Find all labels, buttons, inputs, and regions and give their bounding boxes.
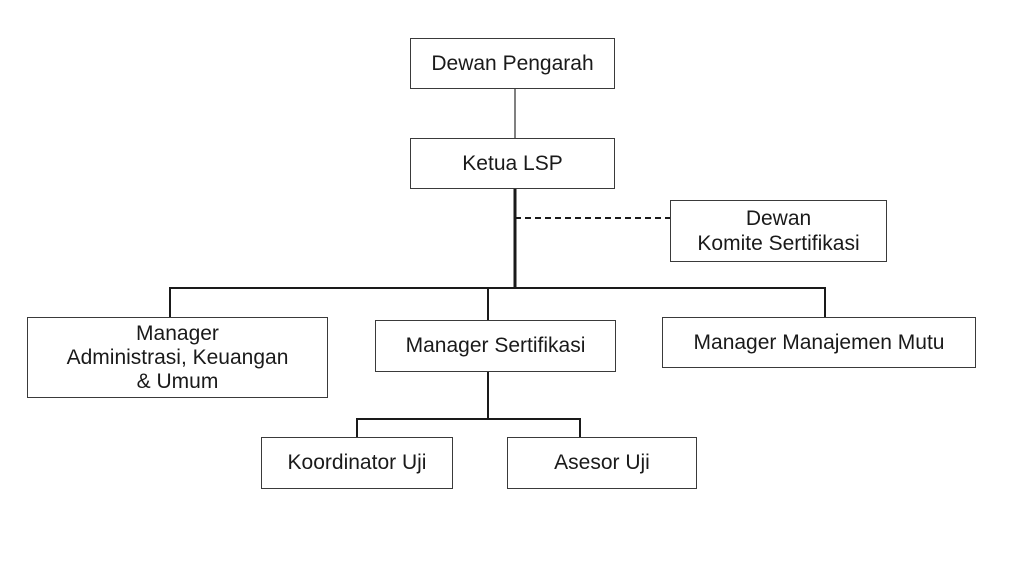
node-asesor-uji: Asesor Uji bbox=[507, 437, 697, 489]
node-manager-sertifikasi-label: Manager Sertifikasi bbox=[405, 334, 586, 357]
node-dewan-komite: Dewan Komite Sertifikasi bbox=[670, 200, 887, 262]
node-asesor-uji-label: Asesor Uji bbox=[554, 451, 650, 474]
node-manager-admin: Manager Administrasi, Keuangan & Umum bbox=[27, 317, 328, 398]
node-manager-mutu-label: Manager Manajemen Mutu bbox=[693, 330, 945, 354]
node-manager-mutu: Manager Manajemen Mutu bbox=[662, 317, 976, 368]
node-ketua-lsp: Ketua LSP bbox=[410, 138, 615, 189]
node-manager-admin-label: Manager Administrasi, Keuangan & Umum bbox=[66, 321, 289, 393]
node-dewan-komite-label: Dewan Komite Sertifikasi bbox=[697, 207, 860, 255]
node-manager-sertifikasi: Manager Sertifikasi bbox=[375, 320, 616, 372]
node-dewan-pengarah-label: Dewan Pengarah bbox=[431, 51, 594, 75]
node-koordinator-uji-label: Koordinator Uji bbox=[287, 451, 427, 474]
node-koordinator-uji: Koordinator Uji bbox=[261, 437, 453, 489]
node-dewan-pengarah: Dewan Pengarah bbox=[410, 38, 615, 89]
node-ketua-lsp-label: Ketua LSP bbox=[462, 151, 563, 175]
